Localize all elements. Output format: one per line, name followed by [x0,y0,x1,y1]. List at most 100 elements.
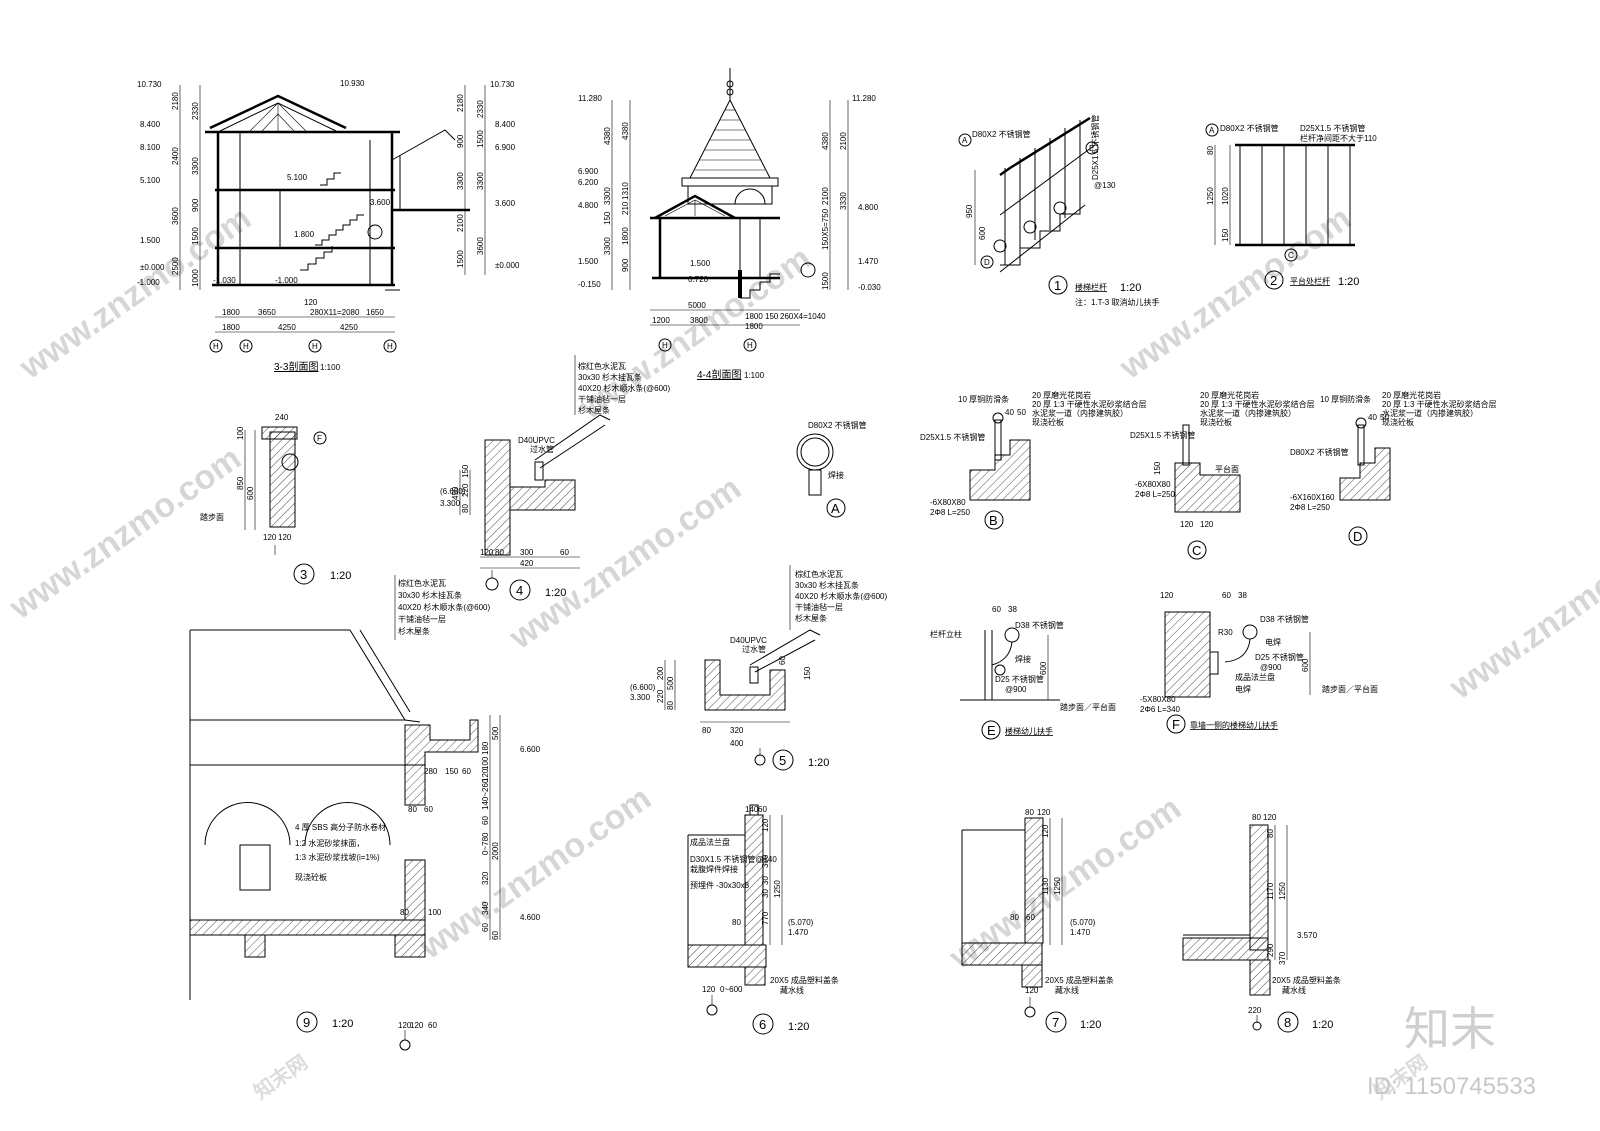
svg-text:100: 100 [428,908,442,917]
svg-text:120: 120 [481,768,490,782]
svg-text:140: 140 [745,805,759,814]
svg-text:210: 210 [621,201,630,215]
section-3-3-title: 3-3剖面图 [274,360,318,373]
svg-text:成品法兰盘: 成品法兰盘 [690,837,730,847]
svg-text:D25X1.5 不锈钢管: D25X1.5 不锈钢管 [1300,123,1365,133]
watermark-brand: 知末网 [249,1050,312,1104]
svg-text:5.100: 5.100 [140,176,161,185]
watermark-site: www.znzmo.com [12,199,258,387]
svg-text:干铺油毡一层: 干铺油毡一层 [398,614,446,624]
svg-text:3.600: 3.600 [495,199,516,208]
svg-text:150: 150 [445,767,459,776]
svg-text:1.500: 1.500 [690,259,711,268]
svg-text:80: 80 [702,726,711,735]
svg-text:8.400: 8.400 [495,120,516,129]
svg-text:棕红色水泥瓦: 棕红色水泥瓦 [795,569,843,579]
section-3-3: 10.730 8.400 8.100 5.100 1.500 ±0.000 -1… [137,79,520,373]
svg-text:1:3 水泥砂浆找坡(i=1%): 1:3 水泥砂浆找坡(i=1%) [295,852,380,862]
svg-text:0~600: 0~600 [720,985,743,994]
svg-text:120: 120 [1263,813,1277,822]
svg-text:6.900: 6.900 [578,167,599,176]
svg-text:2Φ6 L=340: 2Φ6 L=340 [1140,705,1181,714]
svg-text:400: 400 [730,739,744,748]
svg-text:预埋件 -30x30x8: 预埋件 -30x30x8 [690,880,750,890]
svg-text:5: 5 [779,753,786,768]
svg-text:20 厚磨光花岗岩: 20 厚磨光花岗岩 [1200,390,1259,400]
detail-4-eave: 棕红色水泥瓦 30x30 杉木挂瓦条 40X20 杉木顺水条(@600) 干铺油… [440,355,670,601]
svg-text:1310: 1310 [621,182,630,200]
svg-text:2330: 2330 [191,102,200,120]
id-text: ID: 1150745533 [1367,1073,1536,1100]
svg-text:3.570: 3.570 [1297,931,1318,940]
svg-text:600: 600 [978,226,987,240]
section-4-4-title: 4-4剖面图 [697,368,741,381]
svg-text:40X20 杉木顺水条(@600): 40X20 杉木顺水条(@600) [578,383,670,393]
svg-text:150X5=750: 150X5=750 [821,208,830,250]
svg-text:120: 120 [761,818,770,832]
svg-text:80: 80 [495,548,504,557]
svg-text:电焊: 电焊 [1235,684,1251,694]
svg-text:A: A [831,501,840,516]
svg-text:1500: 1500 [191,227,200,245]
svg-text:2: 2 [1270,273,1277,288]
svg-text:9: 9 [303,1015,310,1030]
svg-text:踏步面／平台面: 踏步面／平台面 [1322,684,1378,694]
svg-text:8.400: 8.400 [140,120,161,129]
svg-text:900: 900 [191,198,200,212]
svg-text:220: 220 [461,483,470,497]
svg-text:4: 4 [516,583,523,598]
svg-text:D25X1.5 不锈钢管: D25X1.5 不锈钢管 [1130,430,1195,440]
svg-text:D: D [984,258,990,267]
svg-text:2180: 2180 [171,92,180,110]
svg-text:50: 50 [1380,413,1389,422]
svg-text:4.800: 4.800 [578,201,599,210]
svg-text:10.730: 10.730 [137,80,162,89]
svg-text:H: H [662,341,668,350]
svg-text:楼梯幼儿扶手: 楼梯幼儿扶手 [1005,726,1053,736]
svg-text:260X4=1040: 260X4=1040 [780,312,826,321]
svg-text:80: 80 [1025,808,1034,817]
svg-text:370: 370 [1278,951,1287,965]
svg-text:靠墙一侧的楼梯幼儿扶手: 靠墙一侧的楼梯幼儿扶手 [1190,720,1278,730]
svg-text:踏步面／平台面: 踏步面／平台面 [1060,702,1116,712]
svg-text:杉木屋条: 杉木屋条 [578,405,610,415]
svg-text:10 厚铜防滑条: 10 厚铜防滑条 [1320,394,1371,404]
svg-text:D25X1.5 不锈钢管: D25X1.5 不锈钢管 [920,432,985,442]
svg-text:-5X80X80: -5X80X80 [1140,695,1176,704]
svg-text:1:20: 1:20 [1312,1019,1333,1031]
svg-text:(5.070): (5.070) [1070,918,1096,927]
svg-text:900: 900 [456,134,465,148]
svg-text:140~260: 140~260 [481,778,490,810]
svg-text:40: 40 [1368,413,1377,422]
svg-text:D30X1.5 不锈钢管@140: D30X1.5 不锈钢管@140 [690,854,777,864]
svg-text:2180: 2180 [456,94,465,112]
svg-text:3.300: 3.300 [440,499,461,508]
svg-text:2100: 2100 [821,187,830,205]
svg-text:60: 60 [1026,913,1035,922]
svg-text:120: 120 [263,533,277,542]
svg-text:3.300: 3.300 [630,693,651,702]
svg-text:4.600: 4.600 [520,913,541,922]
svg-text:@900: @900 [1260,663,1282,672]
svg-text:3300: 3300 [456,172,465,190]
svg-text:6.900: 6.900 [495,143,516,152]
svg-text:30x30 杉木挂瓦条: 30x30 杉木挂瓦条 [795,580,859,590]
svg-text:棕红色水泥瓦: 棕红色水泥瓦 [398,578,446,588]
svg-text:水泥浆一道（内掺建筑胶）: 水泥浆一道（内掺建筑胶） [1200,408,1296,418]
svg-text:100: 100 [236,426,245,440]
svg-text:D80X2 不锈钢管: D80X2 不锈钢管 [808,420,867,430]
svg-text:(6.600): (6.600) [630,683,656,692]
svg-text:3600: 3600 [476,237,485,255]
detail-A: D80X2 不锈钢管 焊接 A [796,420,867,518]
svg-text:藏水线: 藏水线 [1282,985,1306,995]
svg-text:0.720: 0.720 [688,275,709,284]
svg-text:80: 80 [1266,829,1275,838]
svg-text:38: 38 [1238,591,1247,600]
svg-text:E: E [1089,144,1094,153]
svg-text:180: 180 [481,741,490,755]
svg-text:280X11=2080: 280X11=2080 [310,308,360,317]
svg-text:5000: 5000 [688,301,706,310]
svg-text:3: 3 [300,567,307,582]
svg-text:A: A [1209,126,1215,135]
svg-text:1.500: 1.500 [578,257,599,266]
